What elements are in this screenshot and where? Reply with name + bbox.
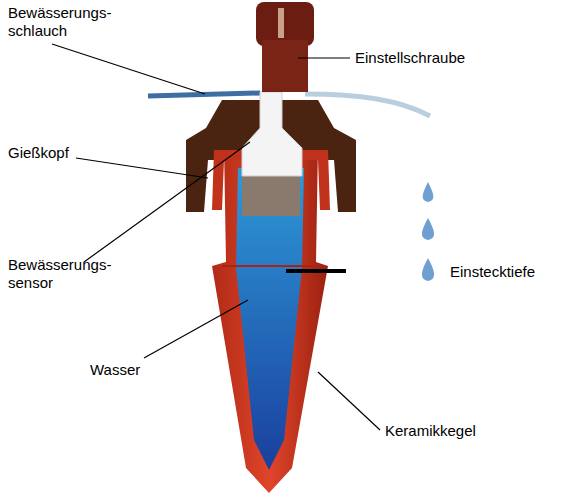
part-label: Einstellschraube — [355, 49, 465, 67]
drop — [422, 218, 434, 240]
leader-line — [52, 44, 205, 94]
part-label: Einstecktiefe — [450, 263, 535, 281]
ceramic-cone — [212, 146, 328, 493]
sensor-membrane — [242, 92, 302, 176]
leader-line — [76, 158, 208, 178]
sensor-body — [242, 176, 300, 216]
leader-line — [318, 372, 380, 430]
drop — [422, 258, 434, 281]
leader-line — [84, 142, 250, 262]
screw-shaft — [262, 40, 308, 92]
part-label: Gießkopf — [8, 144, 69, 162]
adjusting-screw — [256, 2, 314, 46]
part-label: Bewässerungs- sensor — [8, 256, 111, 292]
screw-slot — [278, 8, 284, 38]
part-label: Bewässerungs- schlauch — [8, 4, 111, 40]
part-label: Wasser — [90, 361, 140, 379]
leader-line — [298, 57, 350, 58]
leader-line — [144, 300, 248, 358]
part-label: Keramikkegel — [385, 422, 476, 440]
insertion-depth-mark — [286, 269, 346, 273]
cone-step — [222, 265, 316, 267]
drop — [423, 182, 434, 202]
water — [236, 168, 304, 470]
